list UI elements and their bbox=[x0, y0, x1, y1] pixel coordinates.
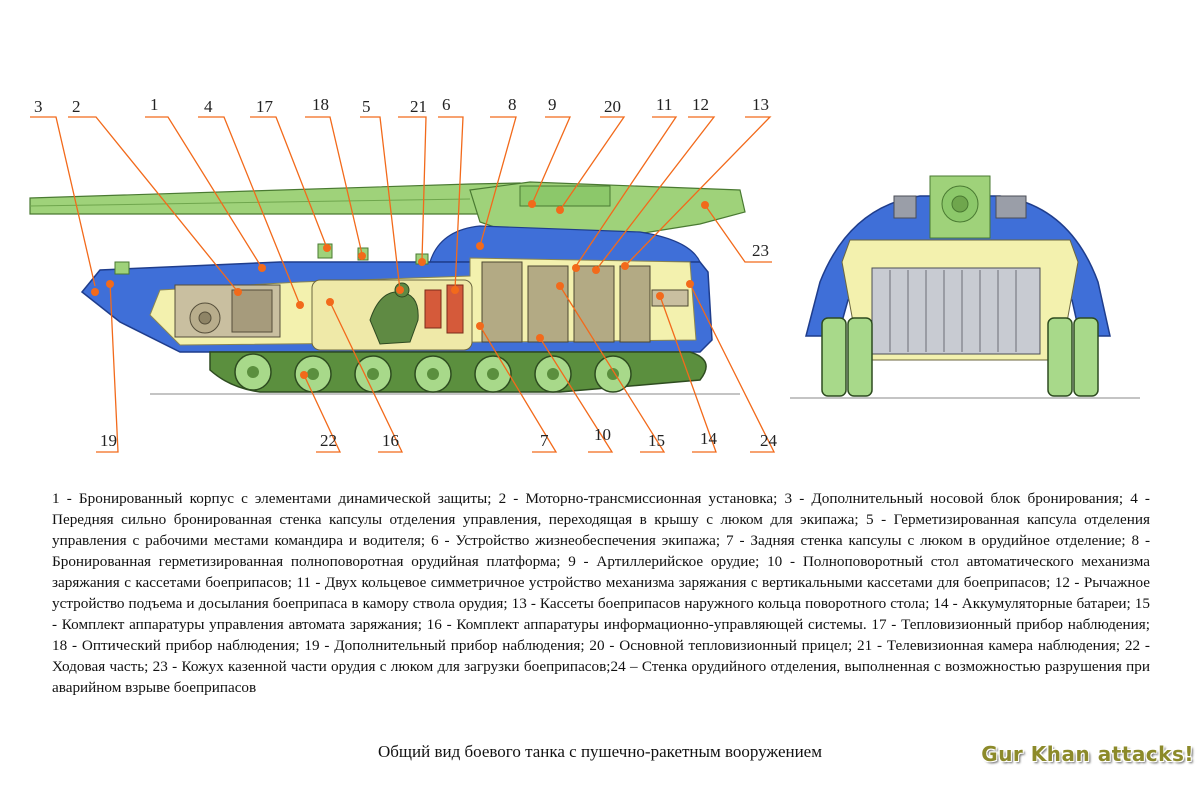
callout-20: 20 bbox=[604, 97, 621, 116]
callout-24: 24 bbox=[760, 431, 778, 450]
tank-diagram: 3 2 1 4 17 18 5 21 6 8 9 20 11 12 13 23 … bbox=[29, 95, 1140, 453]
callout-6: 6 bbox=[442, 95, 451, 114]
callout-3: 3 bbox=[34, 97, 43, 116]
callout-19: 19 bbox=[100, 431, 117, 450]
callout-8: 8 bbox=[508, 95, 517, 114]
callout-11: 11 bbox=[656, 95, 672, 114]
callout-10: 10 bbox=[594, 425, 611, 444]
callout-17: 17 bbox=[256, 97, 274, 116]
callout-4: 4 bbox=[204, 97, 213, 116]
front-grille bbox=[871, 267, 1041, 355]
figure-caption: Общий вид боевого танка с пушечно-ракетн… bbox=[377, 742, 822, 761]
callout-5: 5 bbox=[362, 97, 371, 116]
legend-text: 1 - Бронированный корпус с элементами ди… bbox=[52, 490, 1150, 696]
gun-barrel bbox=[29, 182, 521, 215]
callout-23: 23 bbox=[752, 241, 769, 260]
callout-15: 15 bbox=[648, 431, 665, 450]
track bbox=[209, 351, 707, 393]
callout-13: 13 bbox=[752, 95, 769, 114]
callout-7: 7 bbox=[540, 431, 549, 450]
callout-2: 2 bbox=[72, 97, 81, 116]
callout-22: 22 bbox=[320, 431, 337, 450]
tank-front-view bbox=[790, 175, 1140, 399]
callout-18: 18 bbox=[312, 95, 329, 114]
callout-numbers: 3 2 1 4 17 18 5 21 6 8 9 20 11 12 13 23 … bbox=[34, 95, 778, 450]
tank-side-view bbox=[29, 181, 746, 395]
callout-21: 21 bbox=[410, 97, 427, 116]
watermark: Gur Khan attacks! bbox=[981, 742, 1194, 766]
callout-14: 14 bbox=[700, 429, 718, 448]
ammo-cassettes bbox=[481, 261, 689, 343]
gun-platform bbox=[429, 225, 701, 263]
callout-9: 9 bbox=[548, 95, 557, 114]
front-tracks bbox=[821, 317, 1099, 397]
sight-19 bbox=[114, 261, 130, 275]
callout-leaders bbox=[30, 116, 776, 453]
callout-12: 12 bbox=[692, 95, 709, 114]
callout-dots bbox=[91, 200, 709, 379]
callout-1: 1 bbox=[150, 95, 159, 114]
callout-16: 16 bbox=[382, 431, 399, 450]
